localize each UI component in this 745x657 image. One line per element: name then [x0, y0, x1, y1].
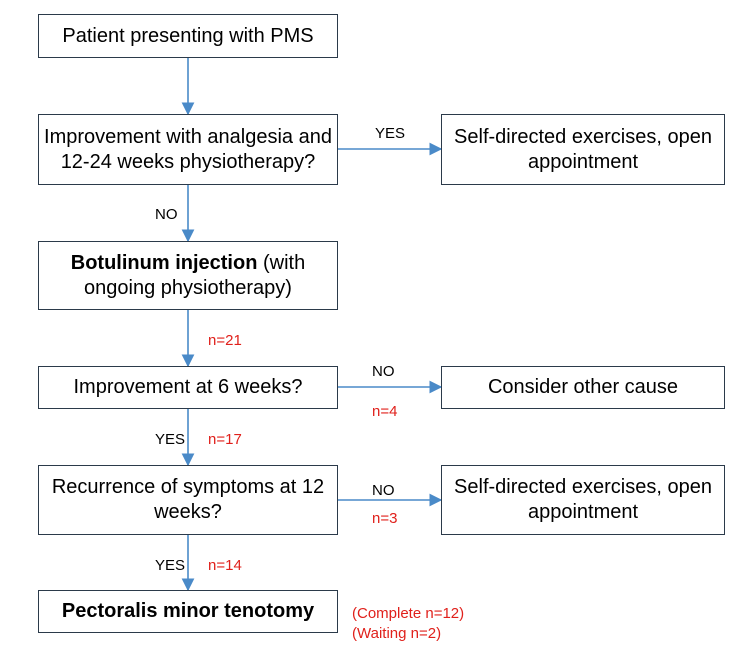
node-start-text: Patient presenting with PMS — [62, 24, 314, 47]
node-other-cause-text: Consider other cause — [487, 376, 679, 398]
node-question-6-weeks: Improvement at 6 weeks? — [38, 366, 338, 409]
node-botulinum-injection-text: Botulinum injection (with ongoing physio… — [39, 251, 337, 301]
count-n3: n=3 — [372, 510, 398, 527]
node-question-analgesia: Improvement with analgesia and 12-24 wee… — [38, 114, 338, 185]
botulinum-rest-text: (with ongoing physiotherapy) — [84, 251, 306, 299]
count-n17: n=17 — [208, 431, 242, 448]
node-start: Patient presenting with PMS — [38, 14, 338, 58]
count-n14: n=14 — [208, 557, 242, 574]
tenotomy-outcome-note: (Complete n=12) (Waiting n=2) — [352, 604, 464, 645]
node-question-6-weeks-text: Improvement at 6 weeks? — [73, 376, 303, 398]
node-other-cause: Consider other cause — [441, 366, 725, 409]
node-self-directed-2: Self-directed exercises, open appointmen… — [441, 465, 725, 535]
node-self-directed-1: Self-directed exercises, open appointmen… — [441, 114, 725, 185]
node-botulinum-injection: Botulinum injection (with ongoing physio… — [38, 241, 338, 310]
node-self-directed-2-text: Self-directed exercises, open appointmen… — [454, 476, 712, 523]
count-waiting: (Waiting n=2) — [352, 625, 442, 643]
node-self-directed-1-text: Self-directed exercises, open appointmen… — [454, 125, 712, 173]
count-n21: n=21 — [208, 332, 242, 349]
label-no-2: NO — [372, 363, 395, 380]
node-question-recurrence-text: Recurrence of symptoms at 12 weeks? — [51, 476, 325, 523]
node-tenotomy-text: Pectoralis minor tenotomy — [61, 600, 315, 622]
node-question-recurrence: Recurrence of symptoms at 12 weeks? — [38, 465, 338, 535]
label-yes-1: YES — [375, 125, 406, 142]
label-yes-2: YES — [155, 431, 186, 448]
label-no-3: NO — [372, 482, 395, 499]
node-tenotomy: Pectoralis minor tenotomy — [38, 590, 338, 633]
count-complete: (Complete n=12) — [352, 605, 465, 622]
botulinum-bold-text: Botulinum injection — [70, 251, 258, 274]
label-yes-3: YES — [155, 557, 186, 574]
label-no-1: NO — [155, 206, 178, 223]
count-n4: n=4 — [372, 403, 398, 420]
node-question-analgesia-text: Improvement with analgesia and 12-24 wee… — [44, 125, 332, 173]
